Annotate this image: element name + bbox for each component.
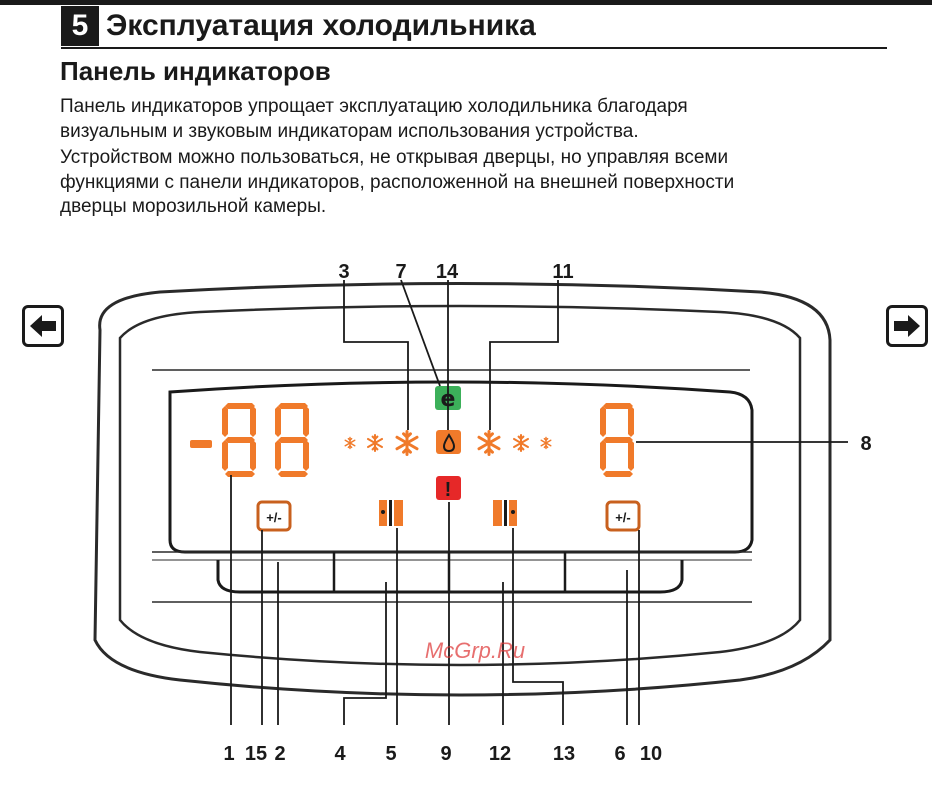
- section-title: Панель индикаторов: [60, 56, 331, 86]
- snowflake-icon: [512, 433, 530, 453]
- snowflake-icon: [477, 430, 501, 456]
- callout-11: 11: [552, 261, 573, 283]
- digit-8: [275, 403, 309, 477]
- callout-12: 12: [489, 743, 511, 765]
- callout-10: 10: [640, 743, 662, 765]
- leader-lines: [230, 279, 848, 725]
- snowflake-icon: [367, 433, 383, 453]
- next-page-button[interactable]: [886, 305, 928, 347]
- section-number: 5: [61, 6, 99, 46]
- usage-paragraph: Устройством можно пользоваться, не откры…: [60, 146, 860, 220]
- alarm-indicator: [436, 476, 461, 500]
- paragraph-line: Устройством можно пользоваться, не откры…: [60, 147, 729, 168]
- callout-3: 3: [338, 261, 349, 283]
- fridge-adjust-label: +/-: [615, 510, 631, 525]
- callout-8: 8: [860, 433, 871, 455]
- water-drop-icon: [442, 433, 456, 453]
- watermark: McGrp.Ru: [425, 638, 525, 663]
- callout-1: 1: [223, 743, 234, 765]
- top-bar: [0, 0, 932, 5]
- paragraph-line: Панель индикаторов упрощает эксплуатацию…: [60, 96, 688, 117]
- paragraph-line: визуальным и звуковым индикаторам исполь…: [60, 120, 639, 142]
- callout-4: 4: [334, 743, 346, 765]
- panel-housing: [93, 282, 832, 697]
- chapter-title: Эксплуатация холодильника: [106, 9, 536, 42]
- digit-8: [222, 403, 256, 477]
- callout-13: 13: [553, 743, 575, 765]
- fridge-compartment-icon: [493, 500, 517, 526]
- intro-paragraph: Панель индикаторов упрощает эксплуатацию…: [60, 95, 860, 144]
- callout-5: 5: [385, 743, 396, 765]
- callout-2: 2: [274, 743, 285, 765]
- previous-page-button[interactable]: [22, 305, 64, 347]
- callout-9: 9: [440, 743, 451, 765]
- indicator-panel-diagram: e ! +/- +/- 3 7 14 11: [93, 261, 872, 765]
- snowflake-icon: [540, 436, 552, 450]
- callout-15: 15: [245, 743, 267, 765]
- minus-segment: [190, 440, 212, 448]
- callout-7: 7: [395, 261, 406, 283]
- alarm-label: !: [445, 479, 452, 501]
- paragraph-line: функциями с панели индикаторов, располож…: [60, 171, 735, 193]
- freezer-adjust-label: +/-: [266, 510, 282, 525]
- snowflake-icon: [395, 430, 419, 456]
- arrow-right-icon: [894, 315, 920, 337]
- paragraph-line: дверцы морозильной камеры.: [60, 196, 327, 217]
- title-divider: [61, 47, 887, 49]
- fridge-adjust-button[interactable]: [605, 500, 641, 532]
- freezer-compartment-icon: [379, 500, 403, 526]
- fridge-temperature-display: [600, 403, 634, 477]
- callout-14: 14: [436, 261, 459, 283]
- callout-6: 6: [614, 743, 625, 765]
- panel-inner-frame: [118, 304, 802, 667]
- arrow-left-icon: [30, 315, 56, 337]
- snowflake-icon: [344, 436, 356, 450]
- freezer-temperature-display: [190, 403, 309, 477]
- freezer-adjust-button[interactable]: [256, 500, 292, 532]
